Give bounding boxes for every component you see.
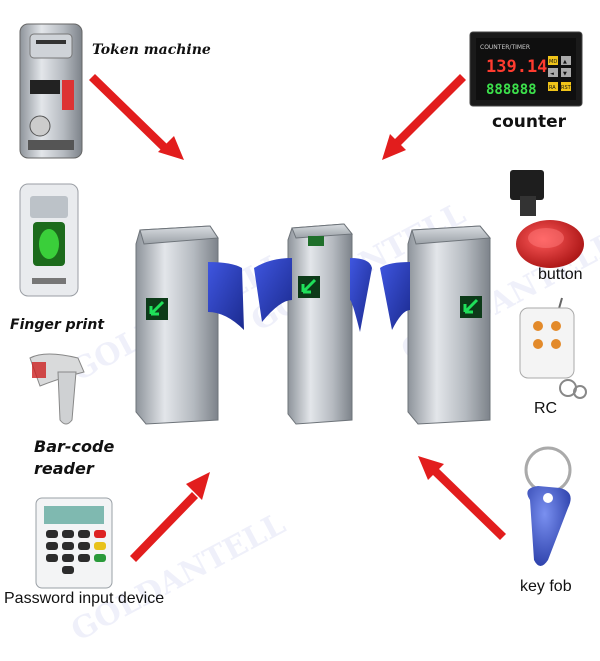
flap-barrier-turnstile bbox=[135, 223, 492, 425]
counter-bottom-value: 888888 bbox=[486, 82, 537, 98]
arrow-password bbox=[130, 492, 198, 562]
counter-key-down: ▼ bbox=[563, 71, 567, 77]
password-device-label: Password input device bbox=[4, 590, 165, 607]
token-machine-image bbox=[19, 23, 83, 159]
arrow-token-head bbox=[158, 136, 184, 160]
middle-left-wing bbox=[254, 258, 292, 322]
arrow-keyfob-head bbox=[418, 456, 444, 480]
counter-key-rst: RST bbox=[561, 85, 572, 91]
counter-label: counter bbox=[492, 112, 567, 132]
right-wing bbox=[380, 262, 410, 330]
token-machine-label: Token machine bbox=[92, 42, 211, 58]
counter-title: COUNTER/TIMER bbox=[480, 44, 530, 51]
arrow-counter bbox=[392, 74, 466, 148]
barcode-reader-label: Bar-code reader bbox=[34, 437, 115, 478]
counter-key-ra: RA bbox=[549, 85, 556, 91]
barcode-reader-image bbox=[29, 353, 85, 425]
arrow-keyfob bbox=[432, 468, 506, 540]
counter-key-up: ▲ bbox=[563, 59, 567, 65]
counter-key-left: ◄ bbox=[550, 71, 554, 77]
arrow-token bbox=[89, 74, 168, 151]
counter-key-md: MD bbox=[549, 59, 557, 65]
middle-right-wing bbox=[350, 258, 372, 332]
finger-print-label: Finger print bbox=[10, 317, 105, 333]
emergency-button-image bbox=[510, 170, 584, 268]
counter-top-value: 139.14 bbox=[486, 57, 547, 77]
fingerprint-reader-image bbox=[19, 183, 79, 297]
password-device-image bbox=[35, 497, 113, 589]
key-fob-label: key fob bbox=[520, 578, 572, 595]
counter-image: COUNTER/TIMER 139.14 888888 MD ▲ ◄ ▼ RA … bbox=[469, 31, 583, 107]
arrow-counter-head bbox=[382, 134, 406, 160]
left-wing bbox=[208, 262, 244, 330]
arrow-password-head bbox=[186, 472, 210, 500]
rc-label: RC bbox=[534, 400, 558, 417]
key-fob-image bbox=[524, 446, 572, 566]
button-label: button bbox=[538, 266, 583, 283]
remote-control-image bbox=[519, 297, 587, 399]
